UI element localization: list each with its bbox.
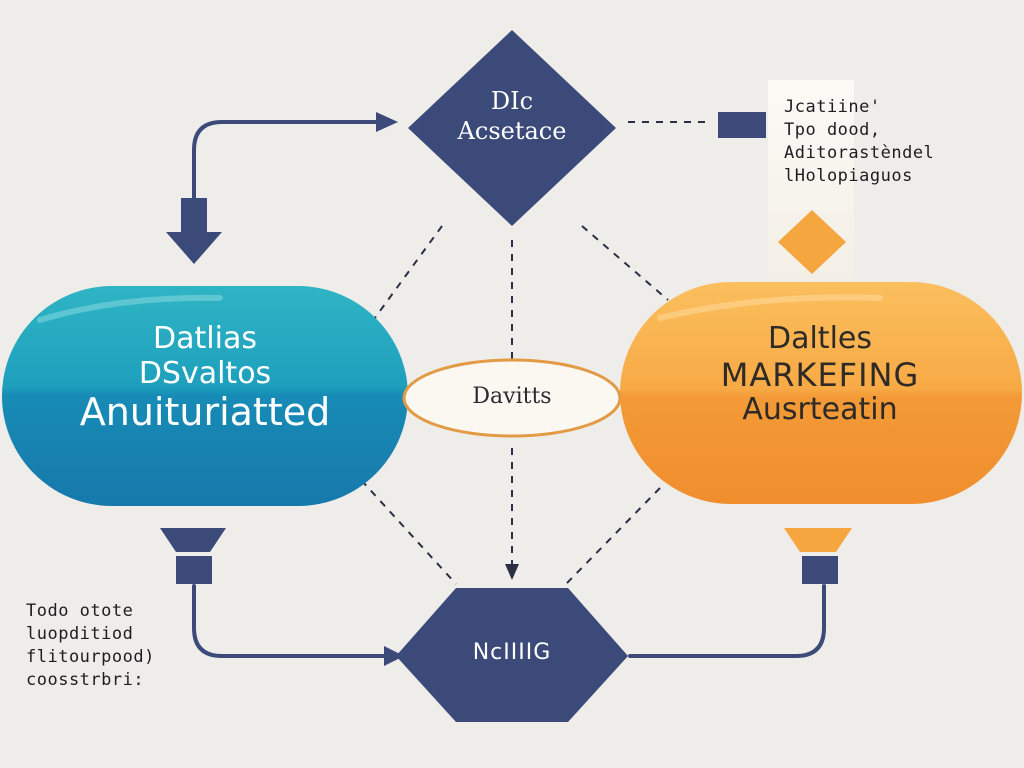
top-diamond-line-2: Acsetace [457, 117, 567, 145]
down-arrow-icon [166, 198, 222, 264]
center-ellipse-label: Davitts [472, 384, 552, 409]
arrowhead-center-down [505, 564, 519, 580]
top-diamond-shape [408, 30, 616, 226]
note-bottom-left-line-2: luopditiod [26, 624, 134, 644]
dash-right-to-bottom [565, 487, 661, 585]
connector-left-to-bottom [192, 584, 390, 658]
left-pill-label: Datlias DSvaltos Anuituriatted [30, 321, 380, 435]
left-pill-line-1: Datlias [153, 321, 257, 356]
connector-bottom-to-right [628, 584, 826, 658]
arrowhead-right-bottom [384, 646, 404, 666]
left-pill-highlight [37, 294, 223, 323]
solid-connectors [192, 120, 826, 658]
right-pill-shape [620, 282, 1022, 504]
left-pill-line-3: Anuituriatted [79, 390, 331, 434]
note-bottom-left-line-4: coosstrbri: [26, 670, 145, 690]
right-pill-line-3: Ausrteatin [742, 392, 898, 428]
left-pill-shape [2, 286, 408, 506]
right-pill-line-1: Daltles [767, 321, 872, 356]
left-pill-line-2: DSvaltos [138, 355, 272, 391]
arrowhead-right-top [376, 112, 398, 132]
note-top-right-line-1: Jcatiine' [784, 97, 881, 117]
note-top-right-line-4: lHolopiaguos [784, 166, 913, 186]
note-top-right-line-3: Aditorastèndel [784, 143, 935, 163]
bottom-hexagon-shape [396, 588, 628, 722]
top-diamond-line-1: DIc [490, 87, 534, 115]
right-pill-line-2: MARKEFING [720, 355, 920, 394]
note-bottom-left-line-1: Todo otote [26, 601, 134, 621]
right-pill-label: Daltles MARKEFING Ausrteatin [640, 321, 1000, 428]
top-diamond-label: DIc Acsetace [432, 86, 592, 146]
right-pill-highlight [657, 294, 883, 321]
connector-left-to-top [192, 120, 382, 202]
note-bottom-left: Todo otote luopditiod flitourpood) cooss… [26, 600, 155, 692]
dash-top-to-right [581, 225, 669, 301]
center-ellipse-shape [402, 358, 622, 438]
left-funnel-icon [160, 528, 226, 584]
note-top-right: Jcatiine' Tpo dood, Aditorastèndel lHolo… [784, 96, 934, 188]
note-bottom-left-line-3: flitourpood) [26, 647, 155, 667]
bottom-hexagon-label: NcIIIIG [472, 640, 552, 665]
navy-bar-marker [718, 112, 766, 138]
orange-diamond-icon [778, 210, 846, 274]
right-funnel-icon [784, 528, 852, 584]
note-top-right-line-2: Tpo dood, [784, 120, 881, 140]
dash-left-to-bottom [351, 469, 457, 585]
